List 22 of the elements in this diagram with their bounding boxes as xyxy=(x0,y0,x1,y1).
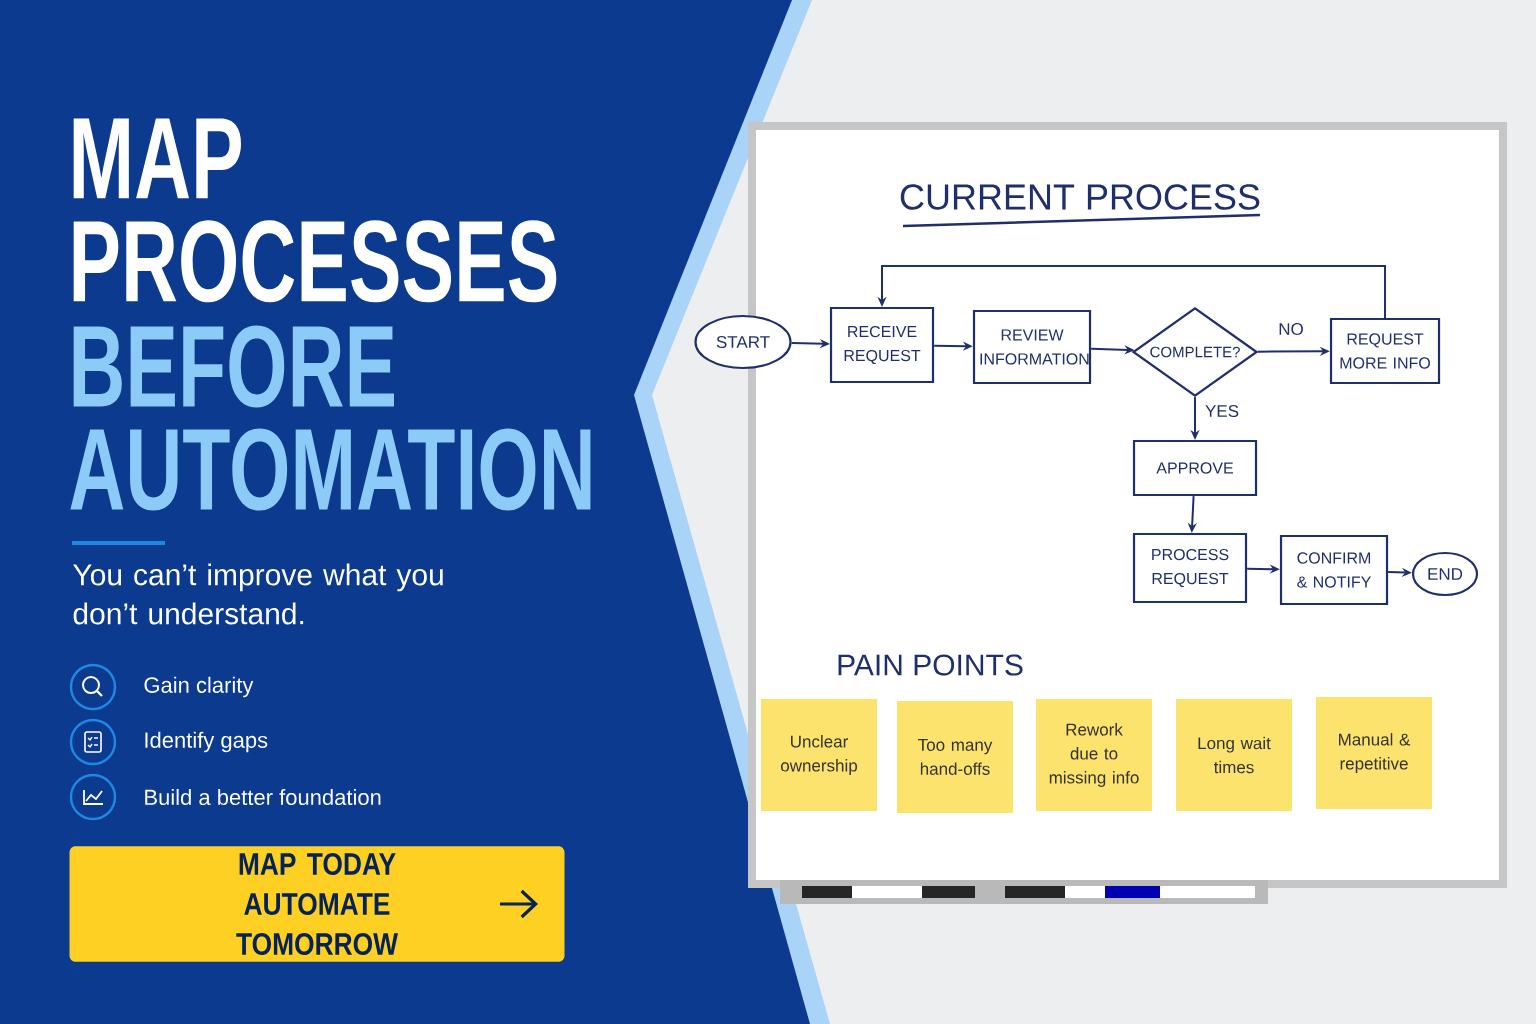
process-box: REQUEST MORE INFO xyxy=(1329,317,1441,385)
sticky-note: Rework due to missing info xyxy=(1036,699,1152,811)
process-box: APPROVE xyxy=(1132,439,1258,497)
cta-button: MAP TODAY AUTOMATE TOMORROW xyxy=(69,846,565,962)
bullet-text: Gain clarity xyxy=(144,676,254,698)
headline: MAP PROCESSES xyxy=(73,118,557,303)
headline: BEFORE AUTOMATION xyxy=(70,325,591,511)
heading: CURRENT PROCESS xyxy=(900,184,1260,210)
terminal-oval: START xyxy=(694,314,792,370)
sticky-note: Too many hand-offs xyxy=(897,701,1013,813)
bullet-text: Identify gaps xyxy=(145,731,268,753)
process-box: RECEIVE REQUEST xyxy=(829,306,935,384)
subtitle: You can’t improve what you don’t understand. xyxy=(73,563,443,625)
process-box: PROCESS REQUEST xyxy=(1132,532,1248,604)
terminal-oval: END xyxy=(1411,551,1479,597)
sticky-note: Manual & repetitive xyxy=(1316,697,1432,809)
bullet-text: Build a better foundation xyxy=(145,788,381,806)
heading: PAIN POINTS xyxy=(838,654,1023,676)
sticky-note: Unclear ownership xyxy=(761,699,877,811)
sticky-note: Long wait times xyxy=(1176,699,1292,811)
process-box: CONFIRM & NOTIFY xyxy=(1279,534,1389,606)
process-box: REVIEW INFORMATION xyxy=(972,309,1092,385)
